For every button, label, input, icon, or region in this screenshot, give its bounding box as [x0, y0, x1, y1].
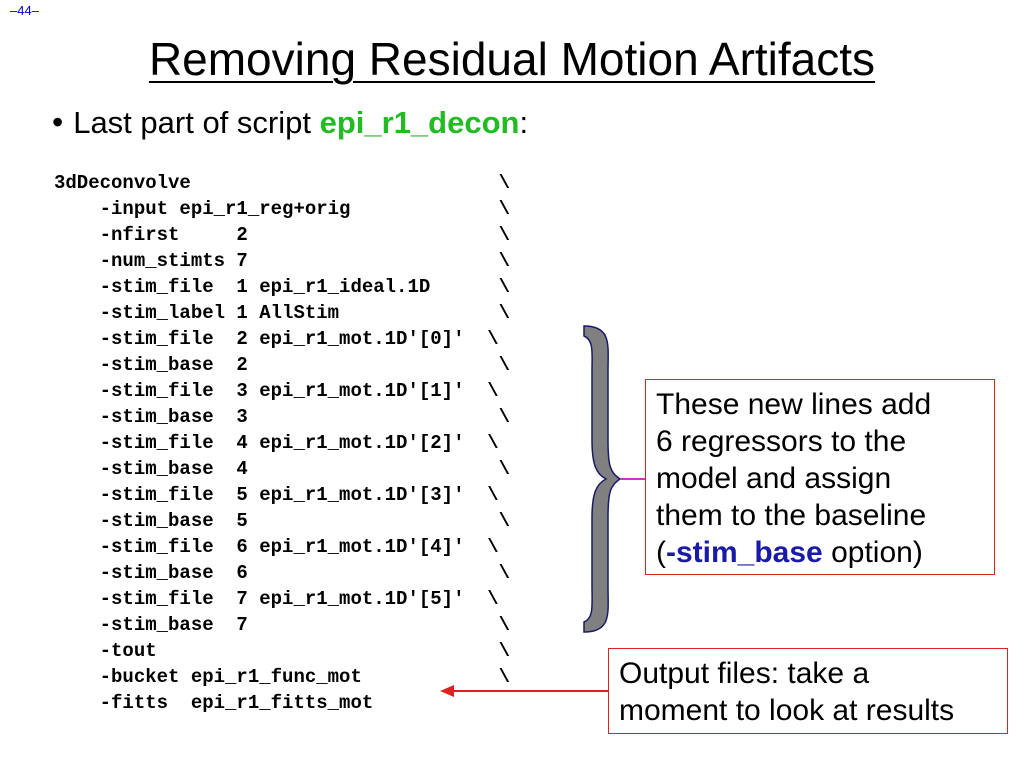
code-line: -stim_label 1 AllStim \ [54, 302, 511, 324]
callout-line: model and assign [656, 462, 892, 495]
callout-line: them to the baseline [656, 499, 927, 532]
callout-line-rest: option) [822, 536, 923, 569]
code-line: -stim_base 6 \ [54, 562, 511, 584]
code-line: 3dDeconvolve \ [54, 172, 511, 194]
code-line: -input epi_r1_reg+orig \ [54, 198, 511, 220]
code-block: 3dDeconvolve \ -input epi_r1_reg+orig \ … [54, 170, 510, 716]
code-line: -stim_base 2 \ [54, 354, 511, 376]
callout-line: moment to look at results [619, 694, 955, 727]
code-line: -stim_file 2 epi_r1_mot.1D'[0]' \ [54, 328, 499, 350]
code-line: -bucket epi_r1_func_mot \ [54, 666, 511, 688]
code-line: -stim_base 4 \ [54, 458, 511, 480]
paren-open: ( [656, 536, 666, 569]
code-line: -stim_base 3 \ [54, 406, 511, 428]
code-line: -stim_file 5 epi_r1_mot.1D'[3]' \ [54, 484, 499, 506]
code-line: -fitts epi_r1_fitts_mot [54, 692, 374, 714]
stim-base-option: -stim_base [666, 536, 823, 569]
callout-line: (-stim_base option) [656, 534, 986, 571]
script-name: epi_r1_decon [319, 105, 520, 140]
output-callout: Output files: take a moment to look at r… [608, 648, 1008, 734]
bullet-text: Last part of script [73, 105, 320, 140]
callout-line: Output files: take a [619, 657, 870, 690]
bullet-colon: : [519, 105, 529, 140]
page-number: –44– [10, 3, 39, 18]
code-line: -nfirst 2 \ [54, 224, 511, 246]
code-line: -stim_file 1 epi_r1_ideal.1D \ [54, 276, 511, 298]
code-line: -stim_file 6 epi_r1_mot.1D'[4]' \ [54, 536, 499, 558]
bullet-dot-icon: • [52, 104, 64, 140]
slide-title: Removing Residual Motion Artifacts [148, 33, 876, 85]
code-line: -stim_base 7 \ [54, 614, 511, 636]
curly-brace-icon [583, 325, 622, 633]
code-line: -stim_file 7 epi_r1_mot.1D'[5]' \ [54, 588, 499, 610]
arrow-head-icon [440, 685, 454, 697]
callout-line: These new lines add [656, 388, 932, 421]
code-line: -stim_file 4 epi_r1_mot.1D'[2]' \ [54, 432, 499, 454]
code-line: -num_stimts 7 \ [54, 250, 511, 272]
code-line: -tout \ [54, 640, 511, 662]
bullet-item: • Last part of script epi_r1_decon: [52, 104, 528, 141]
callout-line: 6 regressors to the [656, 425, 907, 458]
code-line: -stim_file 3 epi_r1_mot.1D'[1]' \ [54, 380, 499, 402]
code-line: -stim_base 5 \ [54, 510, 511, 532]
regressors-callout: These new lines add 6 regressors to the … [645, 379, 995, 575]
